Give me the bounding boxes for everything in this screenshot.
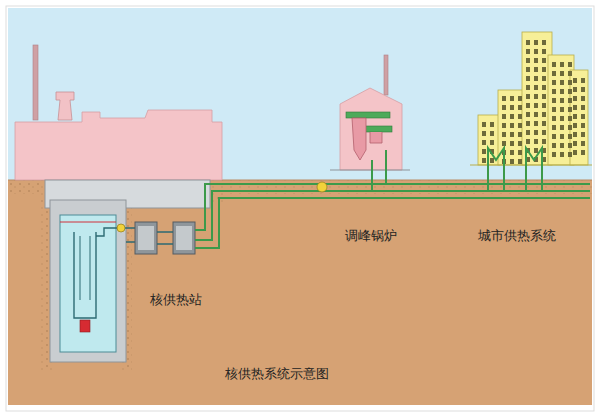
city-buildings <box>478 32 588 165</box>
reactor-core <box>80 320 90 332</box>
reactor-vessel <box>74 232 96 318</box>
part-label: 核供热站 <box>150 292 202 308</box>
valve <box>317 182 327 192</box>
boiler-furnace <box>352 118 366 160</box>
station-building <box>15 110 222 180</box>
radiators <box>488 148 542 191</box>
frame <box>6 6 594 411</box>
valve <box>117 224 125 232</box>
part-label: 调峰锅炉 <box>345 228 397 244</box>
boiler-house <box>340 88 402 170</box>
reactor-pool <box>60 215 116 352</box>
chimney <box>384 55 388 95</box>
caption: 核供热系统示意图 <box>225 366 329 382</box>
ground <box>8 180 592 405</box>
heating-pipes <box>195 184 590 248</box>
chimney <box>33 45 38 120</box>
part-label: 城市供热系统 <box>478 228 556 244</box>
boiler-drum <box>346 112 390 118</box>
cooling-stack <box>56 92 74 120</box>
heat-exchanger <box>173 222 195 254</box>
reactor-shaft <box>50 200 126 362</box>
heat-exchanger <box>135 222 157 254</box>
